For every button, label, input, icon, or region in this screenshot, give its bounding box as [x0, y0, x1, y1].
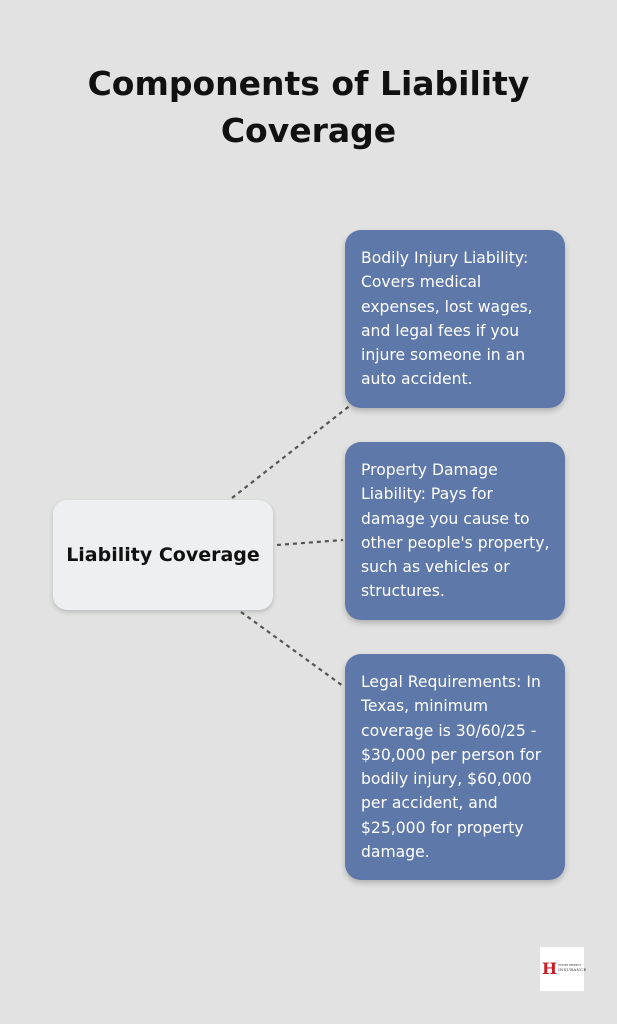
logo-name: HEATER BENNETT: [558, 964, 582, 968]
connector-line-1: [231, 403, 353, 499]
page-title: Components of Liability Coverage: [87, 64, 530, 150]
connector-line-2: [276, 538, 344, 547]
coverage-card-text: Legal Requirements: In Texas, minimum co…: [361, 673, 542, 862]
coverage-card-legal-requirements: Legal Requirements: In Texas, minimum co…: [345, 654, 565, 880]
company-logo: H HEATER BENNETT INSURANCE: [540, 947, 587, 991]
coverage-card-text: Property Damage Liability: Pays for dama…: [361, 461, 550, 601]
coverage-card-text: Bodily Injury Liability: Covers medical …: [361, 249, 533, 389]
logo-tagline: INSURANCE: [558, 967, 587, 973]
coverage-card-bodily-injury: Bodily Injury Liability: Covers medical …: [345, 230, 565, 408]
logo-letter: H: [542, 959, 558, 978]
coverage-card-property-damage: Property Damage Liability: Pays for dama…: [345, 442, 565, 620]
center-node-label: Liability Coverage: [66, 544, 260, 566]
center-node: Liability Coverage: [53, 500, 273, 610]
logo-wordmark: HEATER BENNETT INSURANCE: [558, 964, 587, 973]
connector-line-3: [240, 611, 344, 687]
